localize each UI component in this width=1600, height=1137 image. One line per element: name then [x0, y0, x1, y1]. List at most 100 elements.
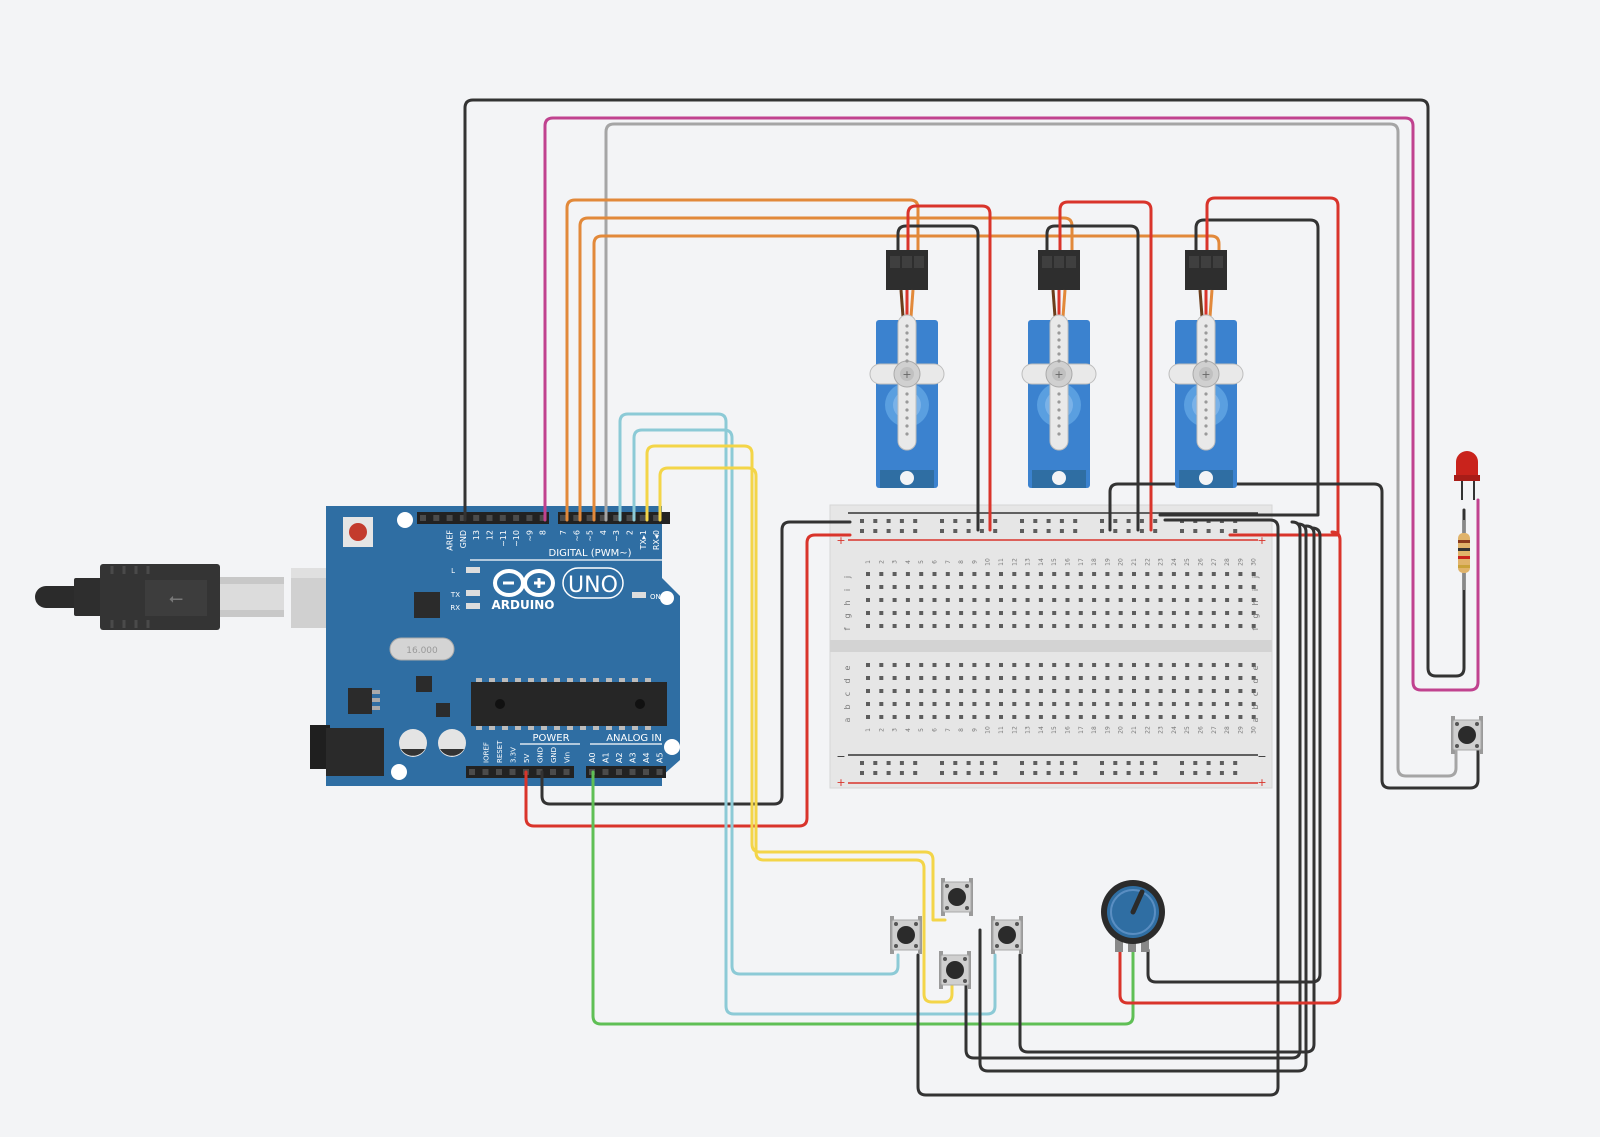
- rail-minus-bl: −: [836, 750, 845, 763]
- led-label-on: ON: [650, 593, 661, 601]
- digital-pin-label: ~9: [525, 530, 534, 542]
- digital-pin-label: AREF: [446, 530, 455, 551]
- rail-plus-bl: +: [836, 776, 845, 789]
- wire-black-servo-3: [1158, 218, 1320, 517]
- breadboard-row-label: a: [843, 717, 852, 722]
- digital-pin-label: ~6: [572, 530, 581, 542]
- breadboard-column-label: 1: [865, 560, 872, 564]
- tiny-chip: [436, 703, 450, 717]
- breadboard-column-label: 13: [1025, 726, 1032, 734]
- breadboard-column-label: 12: [1011, 558, 1018, 566]
- breadboard[interactable]: + + − − + + 1122334455667788991010111112…: [829, 504, 1273, 789]
- wire-black-gnd-rail: [540, 520, 852, 806]
- wires[interactable]: [463, 98, 1480, 1097]
- breadboard-column-label: 22: [1144, 726, 1151, 734]
- pushbutton[interactable]: [1451, 716, 1483, 754]
- breadboard-column-label: 27: [1211, 726, 1218, 734]
- breadboard-column-label: 2: [878, 560, 885, 564]
- breadboard-column-label: 7: [945, 728, 952, 732]
- breadboard-column-label: 30: [1251, 558, 1258, 566]
- wire-black-btn-3: [978, 522, 1308, 1073]
- breadboard-column-label: 8: [958, 560, 965, 564]
- breadboard-column-label: 14: [1038, 558, 1045, 566]
- usb-cable[interactable]: ⭠: [35, 564, 377, 630]
- pushbutton[interactable]: [890, 916, 922, 954]
- power-pin-label: GND: [537, 747, 545, 763]
- servo-1[interactable]: +: [869, 250, 945, 488]
- power-pin-label: Vin: [564, 752, 572, 763]
- breadboard-column-label: 7: [945, 560, 952, 564]
- breadboard-row-label: h: [843, 600, 852, 605]
- arduino-uno-board[interactable]: 16.000 L: [310, 506, 680, 786]
- crystal-label: 16.000: [406, 646, 438, 656]
- breadboard-row-label: g: [843, 613, 852, 618]
- breadboard-column-label: 26: [1198, 726, 1205, 734]
- breadboard-column-label: 25: [1184, 558, 1191, 566]
- pushbutton[interactable]: [939, 951, 971, 989]
- digital-header-label: DIGITAL (PWM~): [549, 548, 632, 559]
- power-jack: [310, 725, 384, 776]
- breadboard-column-label: 1: [865, 728, 872, 732]
- breadboard-column-label: 17: [1078, 558, 1085, 566]
- rail-plus-br: +: [1257, 776, 1266, 789]
- analog-label: ANALOG IN: [606, 733, 662, 744]
- resistor[interactable]: [1458, 520, 1470, 590]
- digital-pin-label: 4: [599, 530, 608, 535]
- breadboard-column-label: 29: [1237, 558, 1244, 566]
- red-led[interactable]: [1454, 451, 1480, 500]
- wire-black-servo-2: [1045, 224, 1140, 532]
- digital-pin-label: 2: [626, 530, 635, 535]
- breadboard-column-label: 9: [971, 560, 978, 564]
- wire-black-btn-1: [916, 518, 1280, 1097]
- breadboard-column-label: 2: [878, 728, 885, 732]
- breadboard-column-label: 27: [1211, 558, 1218, 566]
- digital-pin-label: 13: [472, 530, 481, 540]
- breadboard-column-label: 6: [932, 560, 939, 564]
- rail-minus-br: −: [1257, 750, 1266, 763]
- breadboard-row-label: b: [1251, 704, 1260, 709]
- breadboard-column-label: 29: [1237, 726, 1244, 734]
- analog-pin-label: A2: [615, 752, 624, 763]
- wire-yellow-1: [645, 444, 947, 922]
- breadboard-column-label: 5: [918, 560, 925, 564]
- breadboard-row-label: j: [843, 576, 852, 579]
- breadboard-column-label: 23: [1158, 726, 1165, 734]
- power-pin-label: RESET: [496, 740, 504, 763]
- analog-pin-label: A0: [588, 752, 597, 763]
- svg-text:+: +: [1054, 368, 1063, 381]
- breadboard-column-label: 23: [1158, 558, 1165, 566]
- breadboard-column-label: 20: [1118, 558, 1125, 566]
- pushbutton[interactable]: [991, 916, 1023, 954]
- analog-pin-label: A1: [602, 752, 611, 763]
- digital-pin-label: 7: [559, 530, 568, 535]
- breadboard-column-label: 25: [1184, 726, 1191, 734]
- analog-pin-label: A3: [629, 752, 638, 763]
- analog-pin-label: A4: [642, 752, 651, 763]
- breadboard-column-label: 15: [1051, 558, 1058, 566]
- digital-pin-label: ~10: [512, 530, 521, 547]
- wire-cyan-1: [618, 412, 997, 1016]
- analog-pin-label: A5: [656, 752, 665, 763]
- wire-red-5v: [524, 533, 852, 828]
- breadboard-column-label: 10: [985, 726, 992, 734]
- wire-cyan-2: [632, 428, 900, 976]
- potentiometer[interactable]: [1101, 880, 1165, 952]
- servo-3[interactable]: +: [1168, 250, 1244, 488]
- led-label-l: L: [451, 567, 455, 575]
- breadboard-column-label: 8: [958, 728, 965, 732]
- pushbutton[interactable]: [941, 878, 973, 916]
- breadboard-column-label: 17: [1078, 726, 1085, 734]
- reset-button[interactable]: [343, 517, 373, 547]
- breadboard-column-label: 30: [1251, 726, 1258, 734]
- breadboard-row-label: f: [843, 627, 852, 630]
- digital-pin-label: 8: [539, 530, 548, 535]
- servo-2[interactable]: +: [1021, 250, 1097, 488]
- breadboard-column-label: 19: [1104, 726, 1111, 734]
- usb-icon: ⭠: [169, 588, 183, 609]
- breadboard-row-label: d: [1251, 678, 1260, 683]
- digital-pin-label: 12: [486, 530, 495, 540]
